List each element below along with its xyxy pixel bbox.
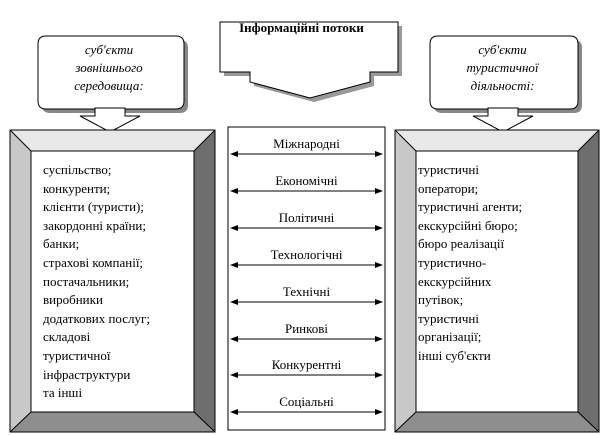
right-list-item: туристичні агенти; <box>418 199 523 215</box>
left-list-item: конкуренти; <box>43 180 111 196</box>
middle-box <box>227 126 386 431</box>
flow-arrow <box>230 299 383 305</box>
flow-label: Ринкові <box>284 320 329 336</box>
flow-arrow <box>230 262 383 268</box>
flow-label: Технологічні <box>270 246 343 262</box>
left-list-item: страхові компанії; <box>43 254 144 270</box>
title-box <box>219 21 402 102</box>
right-list: туристичні оператори; туристичні агенти; ек… <box>418 161 578 366</box>
right-list-item: туристичні <box>418 162 479 177</box>
right-list-item: оператори; <box>418 180 479 196</box>
flow-label: Міжнародні <box>273 136 340 151</box>
right-list-item: організації; <box>418 329 482 345</box>
left-list-item: туристичної <box>43 347 111 363</box>
left-list-item: та інші <box>43 385 83 401</box>
flow-label: Соціальні <box>279 394 334 410</box>
right-list-item: туристично- <box>418 254 487 270</box>
flow-label: Конкурентні <box>271 357 342 373</box>
left-callout-box <box>37 35 188 113</box>
flow-arrow <box>230 188 383 194</box>
left-frame <box>9 129 216 433</box>
diagram-title: Інформаційні потоки <box>239 20 364 35</box>
flow-arrow <box>230 336 383 342</box>
right-callout-arrow <box>472 107 534 133</box>
left-list-item: виробники <box>43 292 103 308</box>
flow-arrow <box>230 372 383 378</box>
left-list-item: банки; <box>43 236 80 252</box>
right-list-item: екскурсійних <box>418 273 492 289</box>
left-list: суспільство; конкуренти; клієнти (туристи)… <box>43 161 193 403</box>
flow-label: Економічні <box>275 172 338 188</box>
left-list-item: складові <box>43 329 91 345</box>
right-list-item: екскурсійні бюро; <box>418 217 518 233</box>
left-callout-text: суб'єкти зовнішнього середовища: <box>74 42 144 93</box>
flow-label: Політичні <box>278 209 335 225</box>
right-list-item: путівок; <box>418 292 464 308</box>
flow-label: Технічні <box>282 283 331 299</box>
left-list-item: постачальники; <box>43 273 130 289</box>
right-list-item: бюро реалізації <box>418 236 505 252</box>
flow-arrow <box>230 409 383 415</box>
left-list-item: інфраструктури <box>43 366 131 382</box>
flow-arrow <box>230 225 383 231</box>
right-callout-text: суб'єкти туристичної діяльності: <box>466 42 539 93</box>
right-list-item: інші суб'єкти <box>418 347 491 363</box>
flow-arrows <box>230 151 383 415</box>
left-list-item: закордонні країни; <box>43 217 147 233</box>
left-list-item: клієнти (туристи); <box>43 199 144 215</box>
left-list-item: суспільство; <box>43 162 112 177</box>
right-list-item: туристичні <box>418 310 479 326</box>
left-list-item: додаткових послуг; <box>43 310 150 326</box>
left-callout-arrow <box>79 107 141 133</box>
flow-arrow <box>230 151 383 157</box>
right-callout-box <box>429 35 582 113</box>
right-frame <box>394 129 600 433</box>
